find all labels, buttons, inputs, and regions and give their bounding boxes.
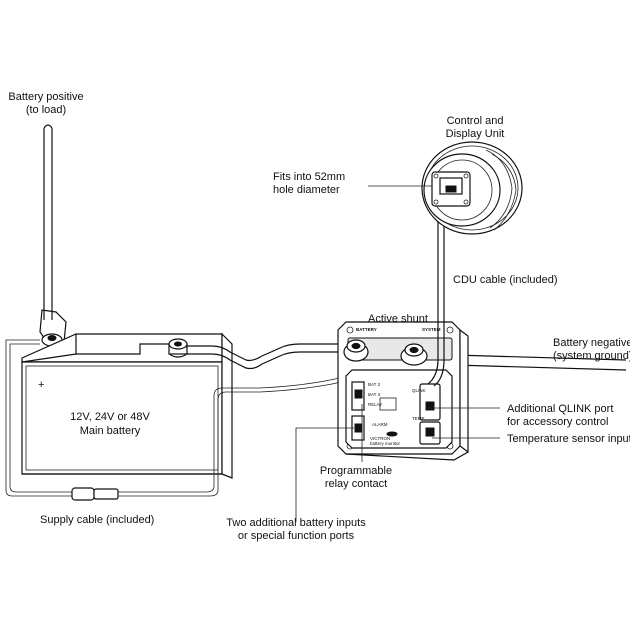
shunt-battery-mark: BATTERY [356,327,377,332]
label-battery-positive-2: (to load) [26,104,66,116]
label-inputs-1: Two additional battery inputs [226,517,366,529]
label-relay-2: relay contact [325,478,387,490]
shunt-relay-mark: RELAY [368,402,382,407]
label-cdu-2: Display Unit [446,128,505,140]
battery-positive-cable [39,124,67,347]
shunt-model-mark: battery monitor [370,441,401,446]
label-battery-positive-1: Battery positive [8,91,83,103]
battery-label-line1: 12V, 24V or 48V [70,411,150,423]
main-battery: + 12V, 24V or 48V Main battery [21,332,233,479]
label-qlink-2: for accessory control [507,416,608,428]
label-active-shunt: Active shunt [368,313,428,325]
shunt-bat2-mark: BAT 2 [368,382,381,387]
label-temp-sensor: Temperature sensor input [507,433,630,445]
battery-plus-sign: + [38,379,44,391]
control-display-unit [421,141,523,235]
label-inputs-2: or special function ports [238,530,355,542]
shunt-temp-mark: TEMP [412,416,425,421]
shunt-alarm-mark: ALARM [372,422,388,427]
label-cdu-1: Control and [447,115,504,127]
label-hole-2: hole diameter [273,184,340,196]
label-hole-1: Fits into 52mm [273,171,345,183]
label-qlink-1: Additional QLINK port [507,403,613,415]
label-relay-1: Programmable [320,465,392,477]
label-cdu-cable: CDU cable (included) [453,274,558,286]
label-supply-cable: Supply cable (included) [40,514,154,526]
battery-label-line2: Main battery [80,425,141,437]
negative-link-cable [186,343,350,370]
shunt-qlink-mark: QLINK [412,388,426,393]
shunt-system-mark: SYSTEM [422,327,441,332]
cdu-cable [427,190,445,387]
active-shunt: BATTERY SYSTEM BAT 2 BAT 3 RELAY ALARM V… [337,321,469,461]
leader-lines [295,185,500,522]
supply-cable [5,339,351,501]
label-battery-negative-2: (system ground) [553,350,630,362]
shunt-bat3-mark: BAT 3 [368,392,381,397]
shunt-brand-mark: VICTRON [370,436,390,441]
label-battery-negative-1: Battery negative [553,337,630,349]
